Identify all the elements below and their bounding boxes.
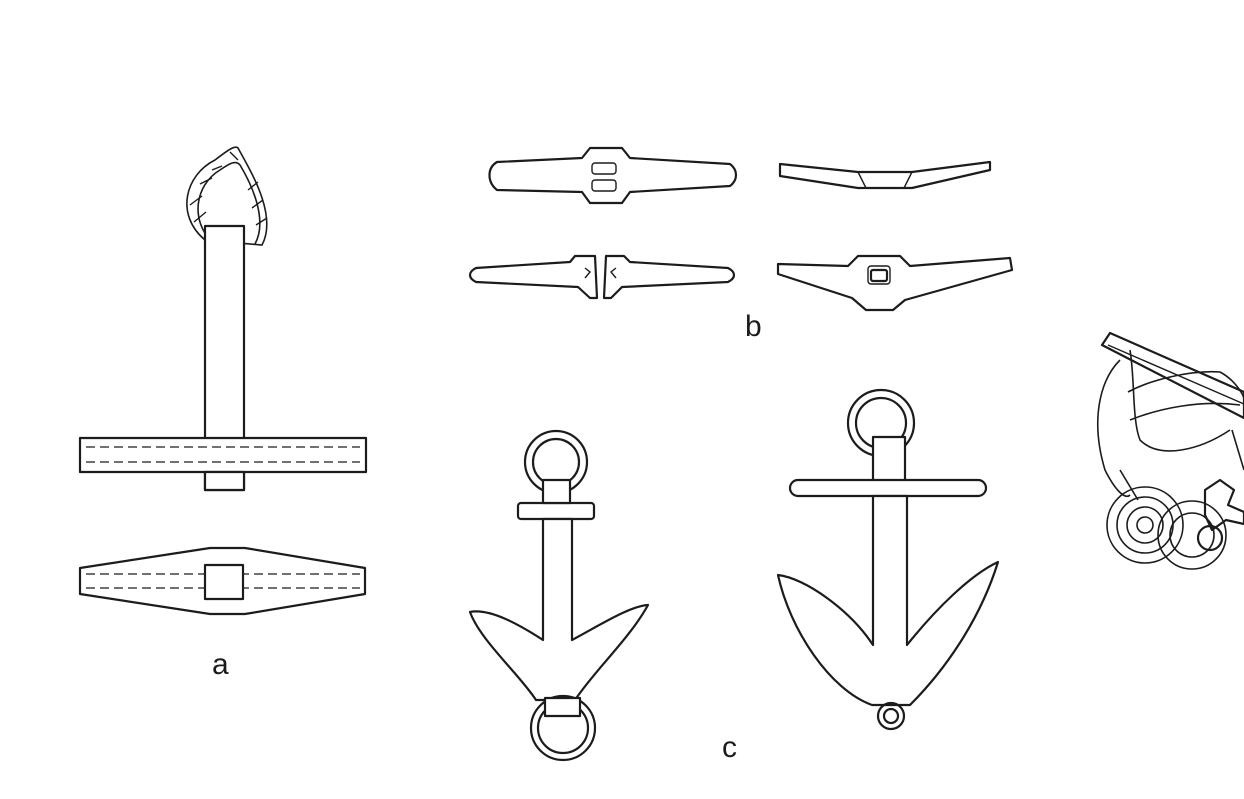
figure-label-c: c [722, 731, 737, 764]
ship-bow-coiled-rope-icon [1096, 331, 1244, 570]
figure-a-anchor-front-icon [78, 146, 368, 492]
figure-c-anchor-left-icon [468, 429, 650, 762]
figure-c-anchor-right-icon [776, 388, 1000, 731]
figure-a-anchor-top-view-icon [78, 546, 367, 616]
figure-label-a: a [212, 648, 229, 681]
figure-b-stock-views-icon [468, 146, 1014, 312]
figure-label-b: b [745, 310, 762, 343]
